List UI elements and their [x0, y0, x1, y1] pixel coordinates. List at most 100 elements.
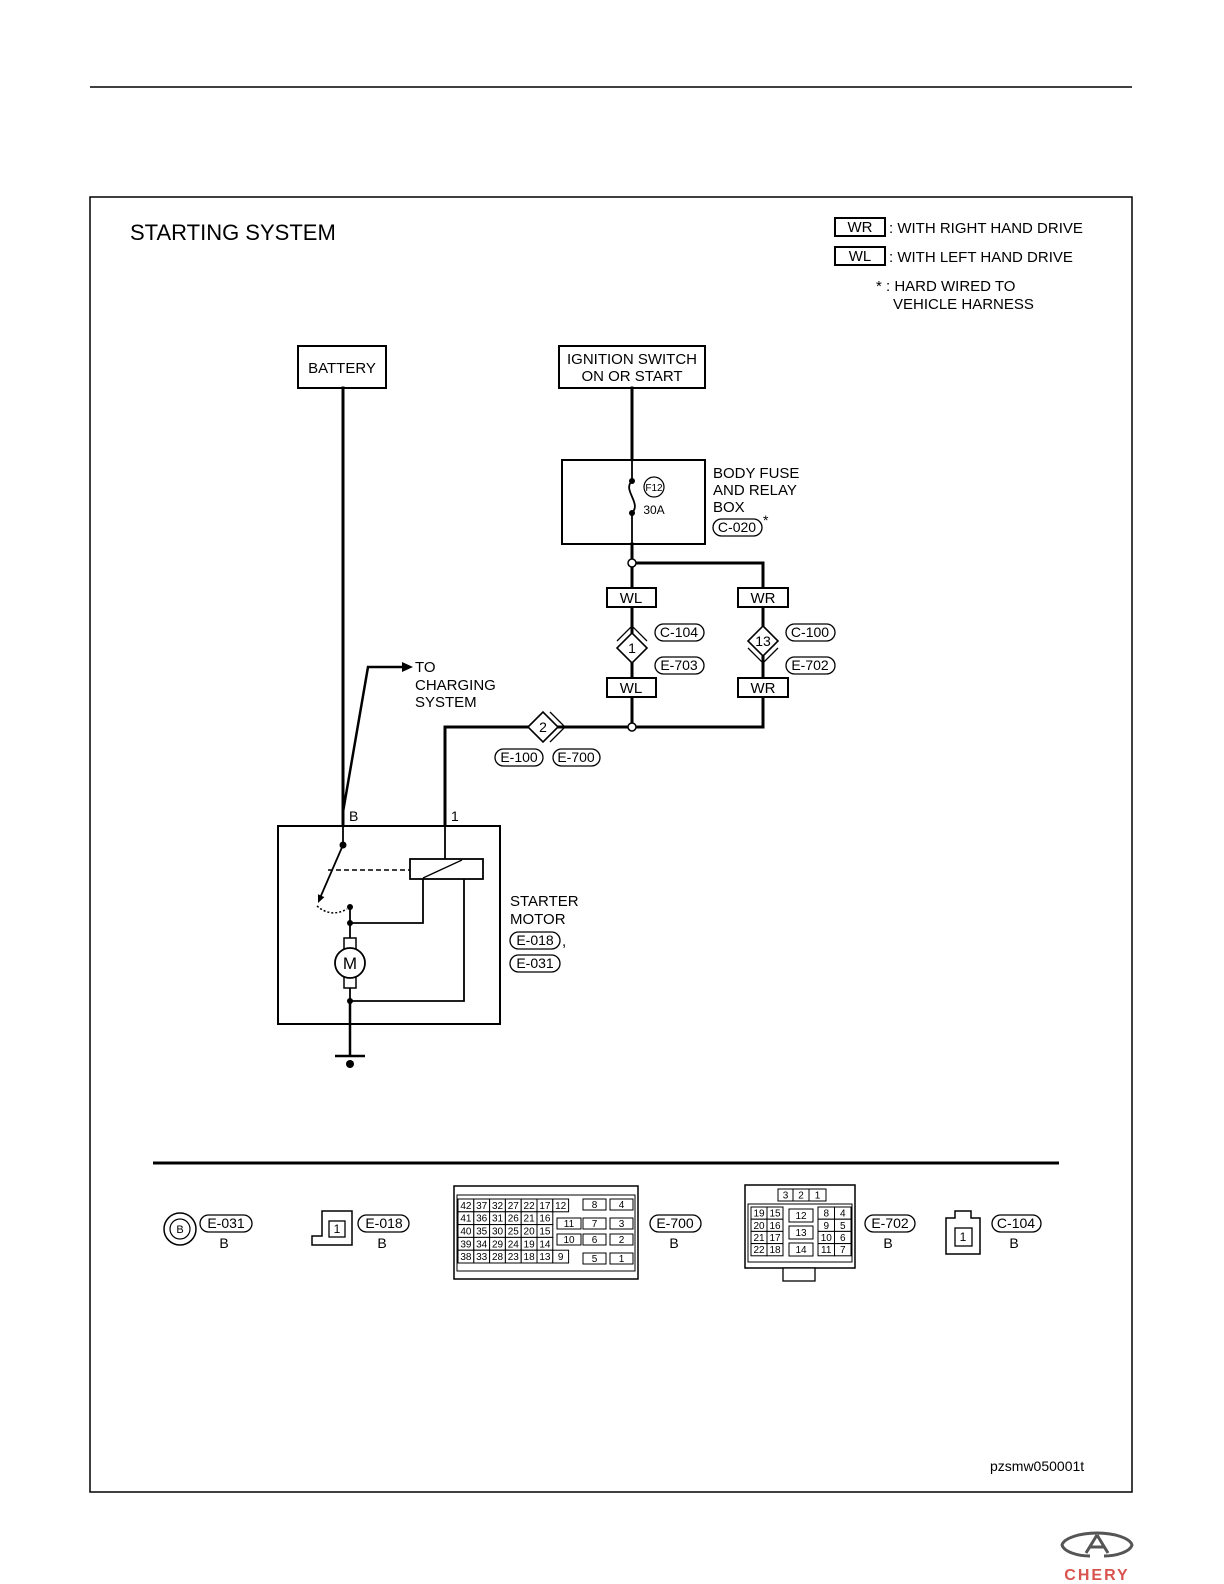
connector-badge: [864, 1214, 916, 1233]
e702-pin-label: 20: [753, 1221, 765, 1232]
connector-badge: [494, 748, 544, 767]
ground: [335, 1001, 365, 1068]
e700-pin-label: 39: [460, 1239, 472, 1250]
logo-text: CHERY: [1064, 1567, 1129, 1584]
e700-pin-label: 7: [592, 1219, 598, 1230]
e700-pin-label: 6: [592, 1235, 598, 1246]
e702-pin-label: 9: [823, 1221, 829, 1232]
e700-pin-cell: [609, 1198, 634, 1211]
e700-pin-label: 30: [492, 1227, 504, 1238]
connector-chevron-icon: [549, 711, 566, 743]
e702-pin-label: 11: [821, 1245, 832, 1256]
right-branch: WR 13 C-100 E-702 WR: [737, 587, 836, 698]
battery: BATTERY: [297, 345, 387, 389]
e700-pin-label: 23: [508, 1252, 520, 1263]
e700-pin-label: 12: [555, 1201, 567, 1212]
e700-pin-label: 42: [460, 1201, 472, 1212]
e018-color-code: B: [377, 1235, 386, 1251]
splice-connector: 2 E-100 E-700: [494, 710, 601, 767]
charging-arrow-icon: [402, 662, 413, 672]
starter-label-line1: STARTER: [510, 893, 579, 910]
left-branch-connector-b: E-703: [660, 657, 698, 673]
e702-pin-label: 12: [795, 1211, 807, 1222]
e700-pin-label: 15: [539, 1227, 551, 1238]
connector-badge: [552, 748, 601, 767]
e700-pin-cell: [582, 1217, 607, 1230]
e702-pin-label: 8: [823, 1209, 829, 1220]
connector-latch-icon: [782, 1267, 816, 1282]
e702-pin-label: 13: [795, 1228, 807, 1239]
e702-pin-label: 4: [840, 1209, 846, 1220]
figure-code: pzsmw050001t: [990, 1458, 1084, 1474]
legend-note-line2: VEHICLE HARNESS: [893, 296, 1034, 313]
connector-chevron-icon: [747, 647, 779, 664]
legend-note-line1: * : HARD WIRED TO: [876, 278, 1015, 295]
e700-pin-label: 14: [539, 1239, 551, 1250]
ignition-label-line1: IGNITION SWITCH: [567, 351, 697, 368]
legend-wl-text: : WITH LEFT HAND DRIVE: [889, 249, 1073, 266]
charging-label-line2: CHARGING: [415, 677, 496, 694]
e700-pin-label: 24: [508, 1239, 520, 1250]
c104-pin: 1: [960, 1230, 967, 1244]
branch-split-wire: [630, 542, 765, 590]
e700-pin-label: 40: [460, 1227, 472, 1238]
connector-chevron-icon: [616, 625, 648, 642]
e018-pin: 1: [334, 1222, 341, 1236]
connector-diamond-icon: [526, 710, 560, 744]
starter-outline: [277, 825, 501, 1025]
pin-cell: [954, 1227, 973, 1247]
ignition-label-line2: ON OR START: [581, 368, 682, 385]
diagram-frame: [89, 196, 1133, 1493]
e700-pin-label: 25: [508, 1227, 520, 1238]
e700-pin-label: 28: [492, 1252, 504, 1263]
fuse-box-label-line2: AND RELAY: [713, 482, 797, 499]
wl-tag: WL: [620, 590, 643, 607]
e702-pin-label: 16: [769, 1221, 781, 1232]
charging-label-line3: SYSTEM: [415, 694, 477, 711]
switch-contact-arm: [319, 844, 344, 899]
solenoid-coil-icon: [409, 858, 484, 880]
connector-view-e031: B E-031 B: [163, 1212, 253, 1251]
e700-id: E-700: [656, 1215, 694, 1231]
e700-pin-cell: [556, 1233, 582, 1246]
e700-pin-label: 32: [492, 1201, 504, 1212]
fuse-id-circle: [643, 476, 665, 498]
switch-travel-arc: [316, 905, 348, 914]
connector-badge: [785, 656, 836, 675]
c104-color-code: B: [1009, 1235, 1018, 1251]
solenoid-coil-slash: [422, 859, 463, 879]
fuse-box-label-line1: BODY FUSE: [713, 465, 799, 482]
e018-id: E-018: [365, 1215, 403, 1231]
e702-pin-label: 7: [840, 1245, 846, 1256]
e031-pin: B: [176, 1224, 183, 1236]
e700-pin-cell: [609, 1252, 634, 1265]
e702-pin-label: 5: [840, 1221, 846, 1232]
starter-feed-wire: [443, 725, 634, 828]
e700-pin-label: 22: [524, 1201, 536, 1212]
solenoid-to-motor-wire: [350, 879, 424, 924]
solenoid-ground-wire: [350, 879, 465, 1002]
left-branch-connector-a: C-104: [660, 624, 698, 640]
e700-pin-label: 20: [524, 1227, 536, 1238]
e700-pin-cell: [582, 1252, 607, 1265]
e702-pin-cell: [766, 1243, 784, 1257]
e700-pin-label: 5: [592, 1254, 598, 1265]
e702-pin-label: 21: [753, 1233, 765, 1244]
charging-branch: TO CHARGING SYSTEM: [341, 659, 496, 813]
charging-wire: [341, 665, 403, 813]
e700-pin-cell: [609, 1233, 634, 1246]
e700-color-code: B: [669, 1235, 678, 1251]
connector-badge: [357, 1214, 410, 1233]
e700-pin-cell: [556, 1217, 582, 1230]
starter-connector-b: E-031: [516, 955, 554, 971]
starter-connector-a: E-018: [516, 932, 554, 948]
e700-pin-label: 34: [476, 1239, 488, 1250]
motor-icon: [334, 947, 366, 979]
splice-connector-a: E-100: [500, 749, 538, 765]
legend: WR : WITH RIGHT HAND DRIVE WL : WITH LEF…: [834, 217, 1083, 313]
e700-pin-label: 37: [476, 1201, 488, 1212]
e702-pin-label: 17: [769, 1233, 781, 1244]
